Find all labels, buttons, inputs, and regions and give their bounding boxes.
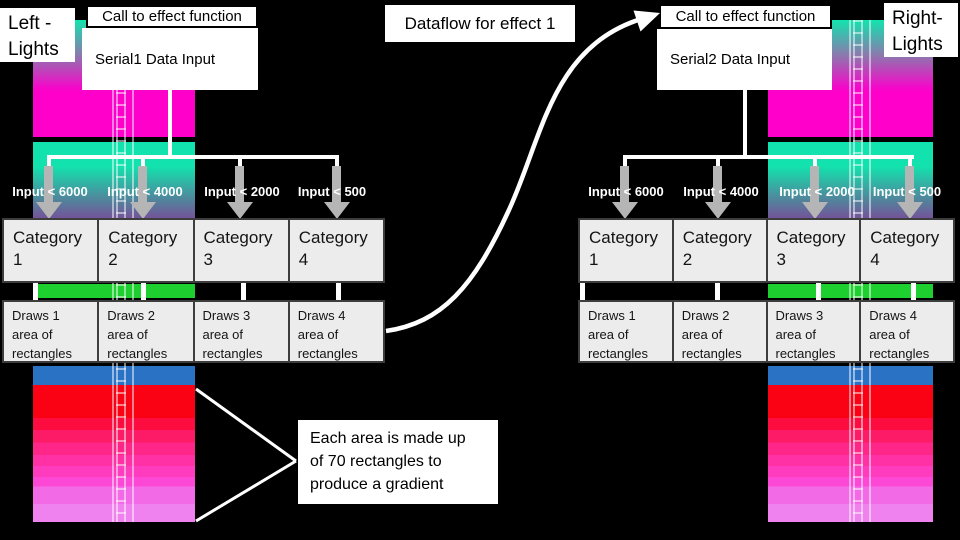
draws-box: Draws 1 area of rectangles: [2, 300, 100, 363]
call-to-effect-function-box-left: Call to effect function: [86, 5, 258, 28]
draws-label: Draws 1 area of rectangles: [12, 308, 72, 361]
category-label: Category 1: [13, 228, 82, 269]
diagram-title-text: Dataflow for effect 1: [404, 13, 556, 33]
left-category-row: Category 1 Category 2 Category 3 Categor…: [2, 218, 385, 283]
category-draws-connector: [336, 283, 341, 302]
call-to-effect-function-box-right: Call to effect function: [659, 4, 832, 29]
category-draws-connector: [241, 283, 246, 302]
draws-box: Draws 2 area of rectangles: [97, 300, 195, 363]
category-box: Category 4: [287, 218, 385, 283]
draws-label: Draws 4 area of rectangles: [869, 308, 930, 361]
draws-label: Draws 2 area of rectangles: [681, 308, 742, 361]
input-threshold-label: Input < 2000: [204, 184, 280, 199]
left-strip-green-band: [33, 284, 195, 298]
left-draws-row: Draws 1 area of rectangles Draws 2 area …: [2, 300, 385, 363]
input-threshold-label: Input < 500: [297, 184, 367, 199]
category-arrow-head: [130, 202, 156, 219]
category-arrow-head: [36, 202, 62, 219]
serial1-connector-line: [168, 90, 172, 158]
category-box: Category 3: [192, 218, 290, 283]
serial1-data-input-box: Serial1 Data Input: [82, 28, 258, 90]
draws-label: Draws 4 area of rectangles: [297, 308, 358, 361]
category-box: Category 3: [765, 218, 862, 283]
left-branch-line: [47, 155, 339, 159]
call-label-text: Call to effect function: [675, 8, 816, 25]
category-arrow-head: [324, 202, 350, 219]
category-arrow-head: [227, 202, 253, 219]
lights-label-text: Left - Lights: [8, 13, 59, 60]
category-arrow-stem: [713, 166, 722, 202]
category-arrow-stem: [905, 166, 914, 202]
draws-box: Draws 4 area of rectangles: [859, 300, 955, 363]
input-threshold-label: Input < 6000: [12, 184, 88, 199]
category-box: Category 4: [859, 218, 955, 283]
category-arrow-head: [897, 202, 923, 219]
category-arrow-stem: [332, 166, 341, 202]
serial2-data-input-box: Serial2 Data Input: [657, 29, 832, 90]
category-arrow-head: [612, 202, 638, 219]
category-label: Category 4: [298, 228, 368, 269]
category-box: Category 2: [97, 218, 195, 283]
draws-label: Draws 1 area of rectangles: [588, 308, 648, 361]
category-draws-connector: [141, 283, 146, 302]
right-lights-label: Right- Lights: [884, 3, 958, 57]
draws-box: Draws 4 area of rectangles: [287, 300, 385, 363]
category-arrow-head: [802, 202, 828, 219]
input-threshold-label: Input < 500: [872, 184, 942, 199]
category-box: Category 2: [671, 218, 768, 283]
category-label: Category 2: [108, 228, 178, 269]
diagram-title: Dataflow for effect 1: [385, 5, 575, 42]
category-box: Category 1: [2, 218, 100, 283]
input-threshold-label: Input < 4000: [683, 184, 759, 199]
category-label: Category 3: [776, 228, 846, 269]
category-label: Category 1: [589, 228, 658, 269]
right-category-row: Category 1 Category 2 Category 3 Categor…: [578, 218, 955, 283]
input-threshold-label: Input < 4000: [107, 184, 183, 199]
right-branch-line: [623, 155, 914, 159]
category-box: Category 1: [578, 218, 674, 283]
category-arrow-head: [705, 202, 731, 219]
category-arrow-stem: [44, 166, 53, 202]
left-lights-label: Left - Lights: [0, 8, 75, 62]
category-arrow-stem: [138, 166, 147, 202]
category-arrow-stem: [810, 166, 819, 202]
category-label: Category 3: [203, 228, 273, 269]
serial-label-text: Serial1 Data Input: [95, 50, 216, 68]
input-threshold-label: Input < 2000: [779, 184, 855, 199]
category-draws-connector: [816, 283, 821, 302]
draws-box: Draws 1 area of rectangles: [578, 300, 674, 363]
gradient-note-box: Each area is made up of 70 rectangles to…: [296, 418, 500, 506]
draws-box: Draws 3 area of rectangles: [765, 300, 862, 363]
category-arrow-stem: [235, 166, 244, 202]
draws-label: Draws 2 area of rectangles: [107, 308, 168, 361]
curved-dataflow-arrow: [385, 17, 639, 334]
lights-label-text: Right- Lights: [892, 8, 943, 55]
serial2-connector-line: [743, 90, 747, 158]
category-label: Category 2: [682, 228, 752, 269]
category-draws-connector: [911, 283, 916, 302]
input-threshold-label: Input < 6000: [588, 184, 664, 199]
right-draws-row: Draws 1 area of rectangles Draws 2 area …: [578, 300, 955, 363]
gradient-note-text: Each area is made up of 70 rectangles to…: [310, 430, 466, 493]
left-strip-blue-band: [33, 366, 195, 385]
draws-label: Draws 3 area of rectangles: [775, 308, 836, 361]
draws-box: Draws 2 area of rectangles: [671, 300, 768, 363]
note-pointer-lines: [195, 387, 297, 523]
serial-label-text: Serial2 Data Input: [670, 51, 791, 68]
draws-label: Draws 3 area of rectangles: [202, 308, 263, 361]
draws-box: Draws 3 area of rectangles: [192, 300, 290, 363]
left-strip-red-pink-gradient: [33, 385, 195, 522]
call-label-text: Call to effect function: [102, 8, 242, 25]
category-label: Category 4: [870, 228, 940, 269]
category-draws-connector: [33, 283, 38, 302]
category-draws-connector: [715, 283, 720, 302]
